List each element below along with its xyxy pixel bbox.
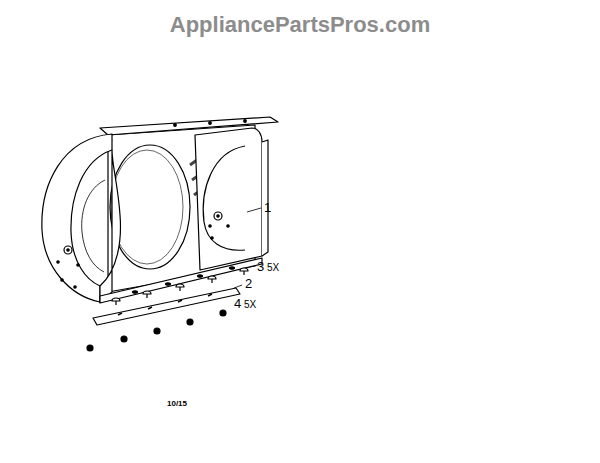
callout-number: 2 (245, 277, 252, 290)
back-opening (110, 145, 190, 269)
watermark: AppliancePartsPros.com (170, 14, 430, 36)
leader-line (234, 285, 242, 288)
shave-plate (93, 288, 240, 325)
right-side-plate (195, 128, 262, 270)
callout-number: 4 (234, 297, 241, 310)
callout-number: 3 (257, 260, 264, 273)
page-code: 10/15 (167, 400, 187, 408)
quantity-label: 5X (267, 263, 279, 273)
quantity-label: 5X (244, 300, 256, 310)
hex-nuts (87, 310, 226, 351)
left-side-plate (42, 134, 112, 302)
callout-number: 1 (264, 201, 271, 214)
leader-line (247, 208, 261, 212)
